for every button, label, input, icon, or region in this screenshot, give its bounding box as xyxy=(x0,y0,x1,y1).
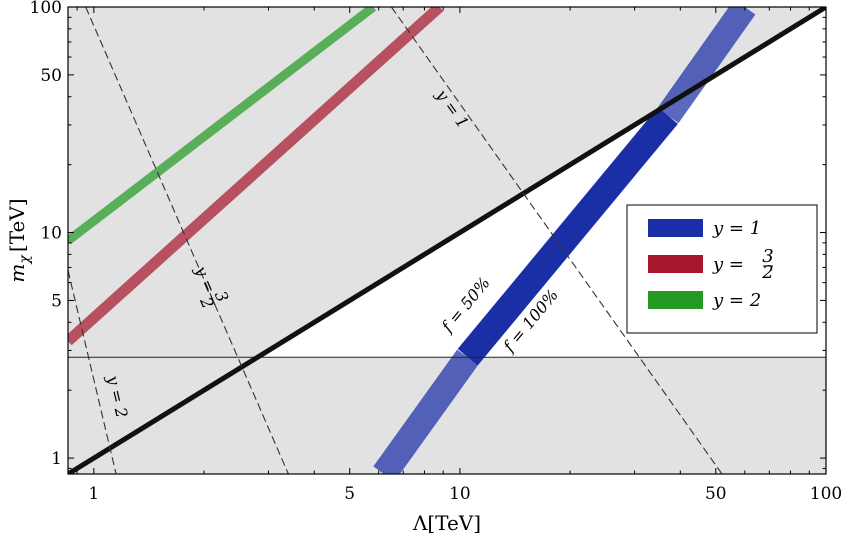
axis-ticks xyxy=(68,6,827,474)
dashed-line-y2 xyxy=(68,270,117,474)
legend-label: y = 1 xyxy=(712,218,761,239)
x-tick-label: 10 xyxy=(449,484,471,504)
dashed-label-y3over2-bar xyxy=(210,295,216,306)
x-tick-label: 5 xyxy=(344,484,355,504)
y-axis-title-unit: [TeV] xyxy=(5,198,29,252)
legend-label-base: y = xyxy=(712,254,744,275)
legend-swatch xyxy=(648,255,703,273)
y-axis-title-sub: χ xyxy=(17,254,33,265)
plot-frame xyxy=(67,6,827,475)
y-tick-label: 1 xyxy=(51,449,62,469)
band-y1-core xyxy=(457,107,678,366)
legend-label-num: 3 xyxy=(762,246,773,267)
diagonal-boundary-line xyxy=(68,7,826,474)
y-tick-label: 50 xyxy=(40,66,62,86)
band-y1-lower-extension xyxy=(373,349,479,474)
legend-swatch xyxy=(648,291,703,309)
band-y3over2 xyxy=(68,7,444,346)
y-axis-title-base: m xyxy=(5,264,29,283)
x-tick-label: 100 xyxy=(810,484,842,504)
x-tick-label: 1 xyxy=(88,484,99,504)
legend-swatch xyxy=(648,219,703,237)
shaded-region-below-threshold xyxy=(68,357,826,474)
dashed-line-y3over2 xyxy=(85,7,289,474)
band-y2 xyxy=(68,7,377,245)
y-tick-label: 5 xyxy=(51,291,62,311)
plot-area xyxy=(68,7,826,474)
x-tick-label: 50 xyxy=(705,484,727,504)
y-tick-label: 10 xyxy=(40,224,62,244)
y-axis-title: mχ [TeV] xyxy=(5,198,33,282)
legend-label-den: 2 xyxy=(761,262,773,283)
y-tick-label: 100 xyxy=(30,0,62,18)
x-axis-title: Λ[TeV] xyxy=(412,511,481,535)
legend-label: y = 2 xyxy=(712,290,761,311)
legend: y = 1 y = 32y = 2 xyxy=(626,204,818,334)
